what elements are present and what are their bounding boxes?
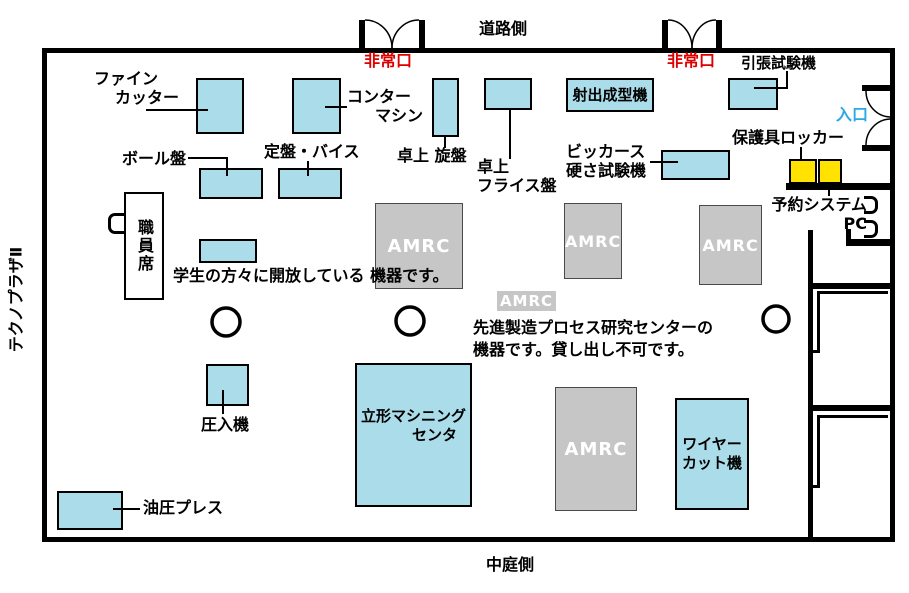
- leader-mill: [509, 109, 511, 159]
- surface-plate-vise-label: 定盤・バイス: [264, 142, 360, 161]
- drill-press-box: [199, 168, 263, 199]
- tensile-tester-box: [728, 78, 778, 110]
- room2-inner-foot: [809, 485, 820, 488]
- leader-lathe: [444, 136, 446, 148]
- amrc-box-3: AMRC: [699, 205, 762, 285]
- surface-plate-vise-box: [278, 168, 342, 199]
- bench-mill-label: 卓上 フライス盤: [477, 157, 557, 195]
- vertical-machining-box: 立形マシニング センタ: [355, 363, 472, 507]
- hydraulic-press-box: [57, 491, 123, 530]
- right-corridor-wall: [808, 230, 813, 537]
- door1-post-left: [359, 20, 365, 49]
- pc-desk-side: [846, 229, 851, 241]
- right-room-divider-1: [808, 283, 895, 289]
- wire-cut-box: ワイヤー カット機: [675, 398, 749, 510]
- reservation-pc-label: 予約システム PC: [771, 195, 867, 233]
- hydraulic-press-label: 油圧プレス: [143, 498, 224, 517]
- bench-lathe-label: 卓上 旋盤: [397, 146, 467, 165]
- bench-mill-box: [484, 78, 532, 110]
- door1-post-right: [419, 20, 425, 49]
- drill-press-label: ボール盤: [122, 149, 187, 168]
- room2-inner-left: [817, 415, 820, 488]
- leader-vickers: [650, 161, 678, 163]
- outer-wall: [42, 48, 895, 542]
- right-room-divider-2: [808, 405, 895, 411]
- student-legend-note: 学生の方々に開放している 機器です。: [173, 266, 449, 285]
- press-fit-label: 圧入機: [201, 415, 250, 434]
- vertical-machining-label: 立形マシニング センタ: [360, 407, 466, 444]
- protective-locker-1: [789, 159, 817, 184]
- leader-fine-cutter: [146, 109, 208, 111]
- vickers-label: ビッカース 硬さ試験機: [566, 142, 647, 180]
- amrc-box-1: AMRC: [375, 203, 463, 289]
- staff-seat-label: 職員席: [135, 219, 154, 273]
- amrc-legend-swatch: AMRC: [497, 291, 556, 311]
- amrc-box-4: AMRC: [555, 387, 637, 511]
- protective-locker-label: 保護具ロッカー: [732, 128, 845, 147]
- leader-drill-v: [226, 157, 228, 176]
- door2-post-right: [716, 20, 722, 49]
- leader-locker: [800, 147, 802, 160]
- amrc-legend-note: 先進製造プロセス研究センターの 機器です。貸し出し不可です。: [473, 318, 714, 359]
- press-fit-box: [206, 364, 249, 406]
- entrance-jamb-bottom: [862, 145, 895, 151]
- room1-inner-left: [817, 291, 820, 353]
- leader-contour: [325, 106, 347, 108]
- room2-inner-top: [817, 415, 888, 418]
- road-side-label: 道路側: [479, 19, 528, 38]
- emergency-exit-label-1: 非常口: [364, 51, 413, 70]
- room1-inner-top: [817, 291, 888, 294]
- fine-cutter-box: [196, 78, 244, 134]
- leader-reservation: [828, 183, 830, 196]
- student-legend-swatch: [199, 239, 257, 263]
- leader-tensile-h: [754, 87, 788, 89]
- contour-machine-label: コンター マシン: [347, 87, 424, 125]
- staff-seat-desk: 職員席: [124, 192, 164, 300]
- room1-inner-foot: [809, 350, 820, 353]
- leader-drill-h: [188, 157, 228, 159]
- entrance-label: 入口: [836, 105, 869, 124]
- tensile-tester-label: 引張試験機: [741, 54, 817, 72]
- emergency-exit-label-2: 非常口: [667, 51, 716, 70]
- pc-chair-1: [864, 196, 878, 214]
- door2-post-left: [662, 20, 668, 49]
- injection-molding-label: 射出成型機: [572, 85, 648, 104]
- pc-chair-2: [864, 220, 878, 238]
- bench-lathe-box: [432, 78, 459, 137]
- leader-tensile-v: [786, 71, 788, 89]
- wire-cut-label: ワイヤー カット機: [681, 435, 742, 472]
- amrc-box-2: AMRC: [564, 203, 622, 279]
- pc-desk: [846, 239, 891, 246]
- locker-counter: [786, 183, 891, 190]
- fine-cutter-label: ファイン カッター: [94, 69, 180, 107]
- staff-chair: [108, 213, 125, 234]
- courtyard-side-label: 中庭側: [486, 555, 535, 574]
- building-name-label: テクノプラザⅡ: [6, 246, 26, 353]
- injection-molding-box: 射出成型機: [566, 78, 654, 112]
- leader-vise: [307, 161, 309, 176]
- leader-hydraulic: [113, 508, 140, 510]
- protective-locker-2: [818, 159, 842, 184]
- vickers-box: [661, 150, 730, 180]
- leader-press-fit: [222, 390, 224, 414]
- entrance-jamb-top: [862, 85, 895, 91]
